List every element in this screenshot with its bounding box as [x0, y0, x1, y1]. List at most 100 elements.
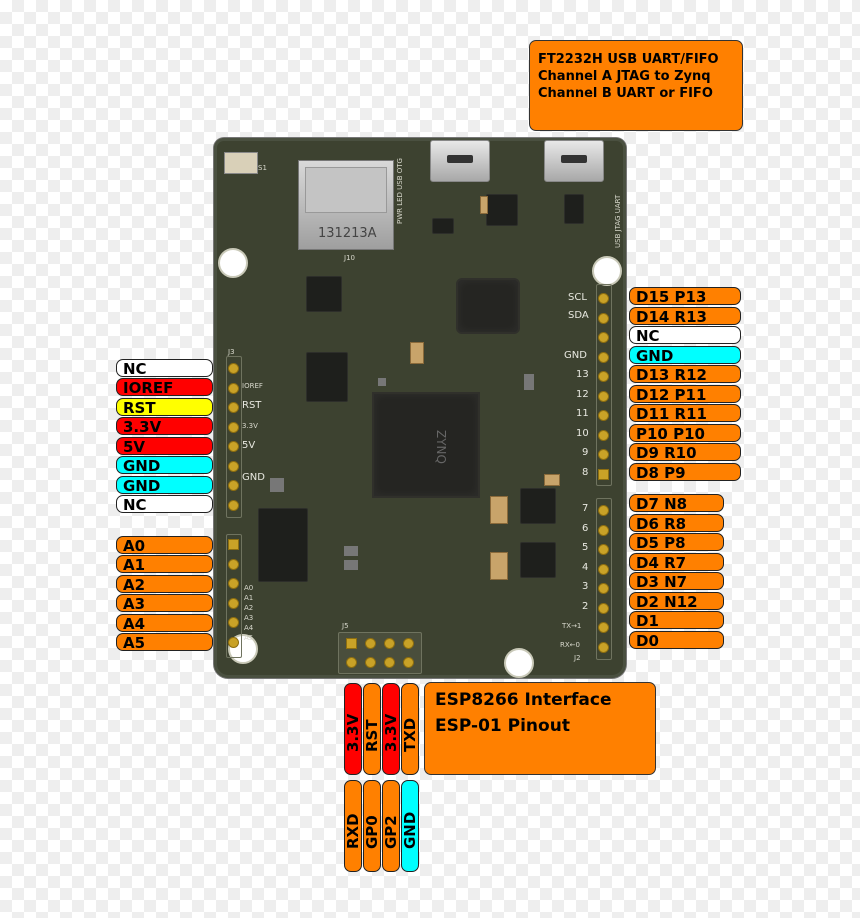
pin-2-silk: 2	[582, 601, 589, 612]
digital-pin-label: NC	[629, 326, 741, 344]
header-pin	[598, 371, 609, 382]
sd-card-slot	[298, 160, 394, 250]
arduino-zynq-board: S1 131213A J10 PWR LED USB OTG USB JTAG …	[214, 138, 626, 678]
analog-pin-label: A0	[116, 536, 213, 554]
pin-3-silk: 3	[582, 581, 589, 592]
digital-pin-label: D6 R8	[629, 514, 724, 532]
mounting-hole	[228, 634, 258, 664]
esp-pin-label: GP0	[363, 780, 381, 872]
header-pin	[228, 637, 239, 648]
v5-silk: 5V	[242, 440, 256, 451]
header-pin	[598, 564, 609, 575]
pin-8-silk: 8	[582, 467, 589, 478]
esp-pin-text: RXD	[344, 813, 362, 849]
smd-part	[344, 546, 358, 556]
header-pin	[384, 657, 395, 668]
header-pin	[346, 638, 357, 649]
header-pin	[228, 578, 239, 589]
pin-13-silk: 13	[576, 369, 589, 380]
small-ic	[486, 194, 518, 226]
mounting-hole	[218, 248, 248, 278]
j5-label: J5	[342, 622, 349, 630]
header-pin	[365, 657, 376, 668]
digital-pin-label: D1	[629, 611, 724, 629]
digital-pin-label: D14 R13	[629, 307, 741, 325]
header-pin	[228, 461, 239, 472]
header-pin	[228, 422, 239, 433]
power-pin-label: 3.3V	[116, 417, 213, 435]
pin-4-silk: 4	[582, 562, 589, 573]
analog-silk-a5: A5	[244, 634, 254, 642]
ft2232h-line-2: Channel A JTAG to Zynq	[538, 69, 711, 84]
scl-silk: SCL	[568, 292, 587, 303]
power-pin-label: GND	[116, 456, 213, 474]
analog-silk-a3: A3	[244, 614, 254, 622]
header-pin	[228, 363, 239, 374]
power-pin-label: RST	[116, 398, 213, 416]
digital-pin-label: D11 R11	[629, 404, 741, 422]
power-pin-label: NC	[116, 359, 213, 377]
mounting-hole	[504, 648, 534, 678]
pin-5-silk: 5	[582, 542, 589, 553]
u16-chip	[520, 542, 556, 578]
digital-pin-label: D9 R10	[629, 443, 741, 461]
analog-silk-a1: A1	[244, 594, 254, 602]
digital-header-lower	[596, 498, 612, 660]
header-pin	[384, 638, 395, 649]
esp-pin-text: 3.3V	[344, 713, 362, 752]
pin-7-silk: 7	[582, 503, 589, 514]
smd-part	[270, 478, 284, 492]
header-pin	[598, 332, 609, 343]
header-pin	[598, 352, 609, 363]
usb-otg-connector	[430, 140, 490, 182]
u19-chip	[520, 488, 556, 524]
pin-10-silk: 10	[576, 428, 589, 439]
header-pin	[598, 430, 609, 441]
small-ic	[564, 194, 584, 224]
sda-silk: SDA	[568, 310, 589, 321]
pin-11-silk: 11	[576, 408, 589, 419]
esp-line-2: ESP-01 Pinout	[435, 716, 570, 736]
rst-silk: RST	[242, 400, 262, 411]
analog-pin-label: A1	[116, 555, 213, 573]
smd-part	[378, 378, 386, 386]
digital-header-upper	[596, 284, 612, 486]
analog-pin-label: A5	[116, 633, 213, 651]
tx-silk: TX→1	[562, 622, 582, 630]
smd-part	[344, 560, 358, 570]
zynq-soc: ZYNQ	[372, 392, 480, 498]
header-pin	[228, 559, 239, 570]
u10-chip	[258, 508, 308, 582]
esp-pin-label: 3.3V	[344, 683, 362, 775]
esp-pin-text: TXD	[401, 717, 419, 752]
analog-silk-a0: A0	[244, 584, 254, 592]
header-pin	[598, 469, 609, 480]
analog-silk-a2: A2	[244, 604, 254, 612]
usb-otg-silk: PWR LED USB OTG	[396, 158, 404, 224]
u20-chip	[306, 276, 342, 312]
esp-pin-text: 3.3V	[382, 713, 400, 752]
esp-pin-text: RST	[363, 719, 381, 752]
small-ic	[432, 218, 454, 234]
header-pin	[598, 525, 609, 536]
power-pin-label: IOREF	[116, 378, 213, 396]
header-pin	[598, 544, 609, 555]
header-pin	[598, 505, 609, 516]
analog-silk-a4: A4	[244, 624, 254, 632]
esp-pin-label: 3.3V	[382, 683, 400, 775]
header-pin	[228, 539, 239, 550]
digital-pin-label: D3 N7	[629, 572, 724, 590]
j10-label: J10	[344, 254, 355, 262]
digital-pin-label: D4 R7	[629, 553, 724, 571]
smd-part	[524, 374, 534, 390]
esp-pin-label: TXD	[401, 683, 419, 775]
header-pin	[228, 441, 239, 452]
power-header-j3	[226, 356, 242, 518]
header-pin	[598, 642, 609, 653]
u5-chip	[306, 352, 348, 402]
digital-pin-label: GND	[629, 346, 741, 364]
digital-pin-label: D0	[629, 631, 724, 649]
header-pin	[403, 638, 414, 649]
analog-header	[226, 534, 242, 658]
usb-jtag-silk: USB JTAG UART	[614, 194, 622, 248]
